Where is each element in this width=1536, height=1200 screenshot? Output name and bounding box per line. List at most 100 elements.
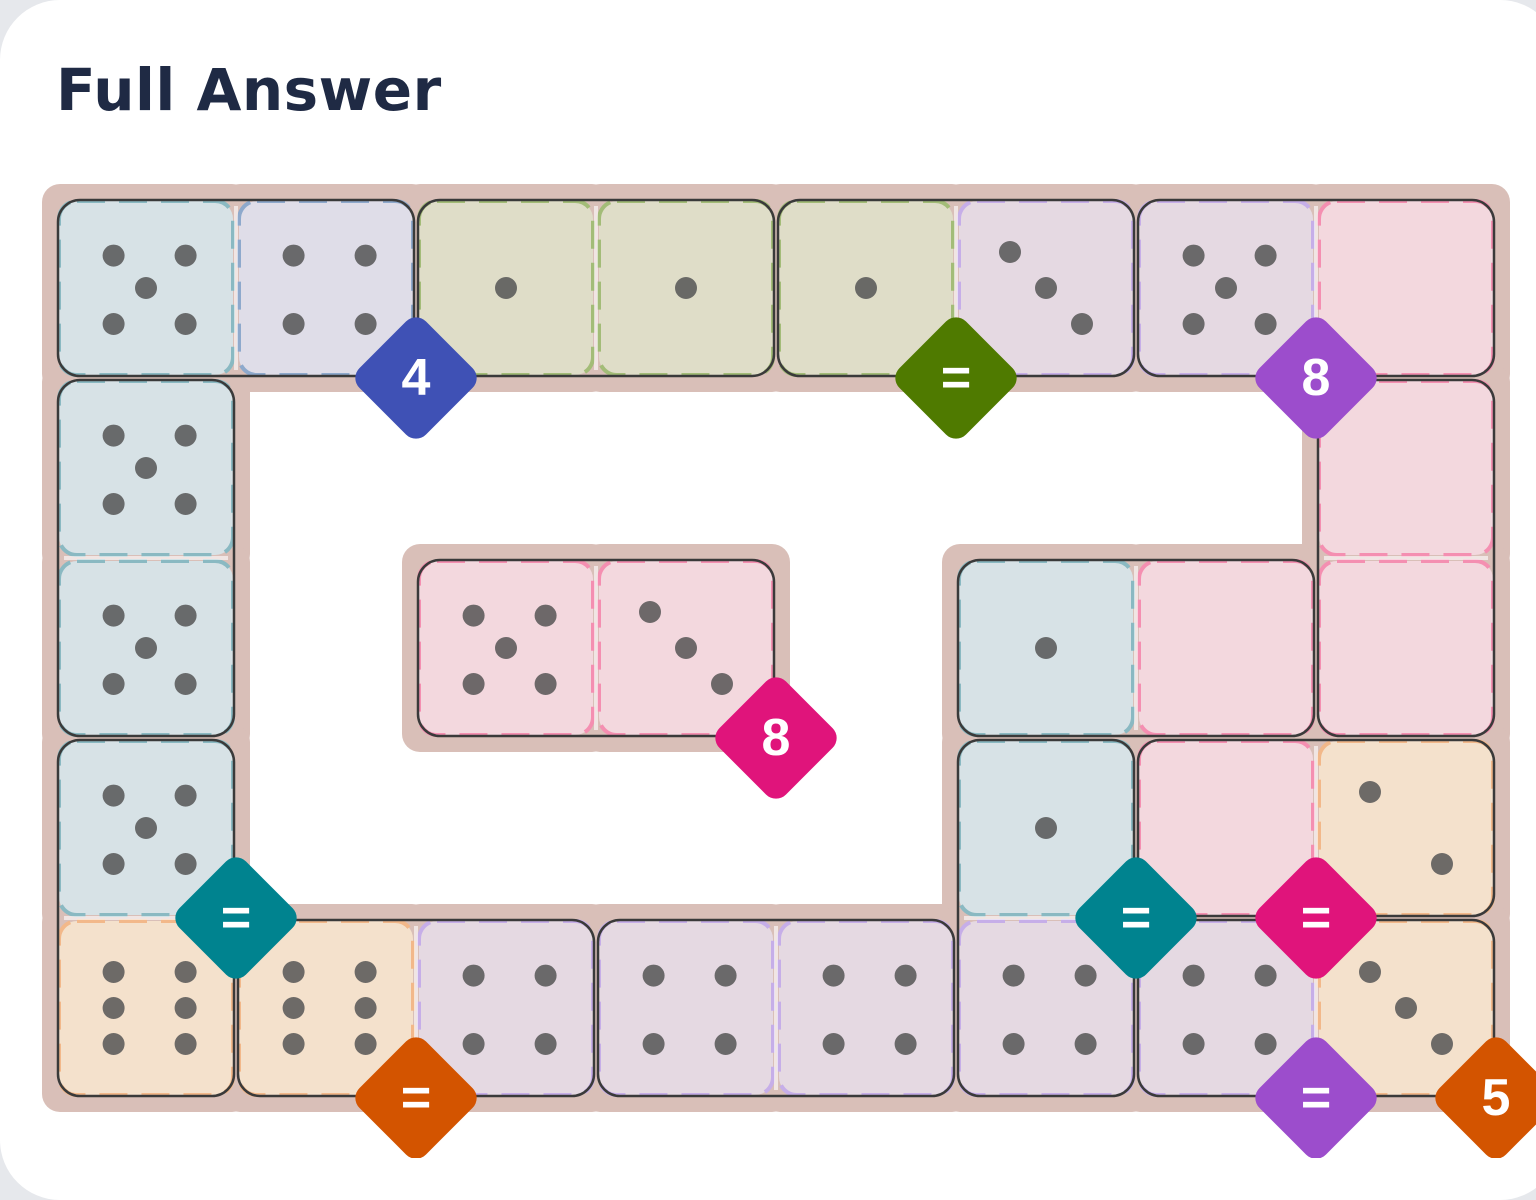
badge-diamond [1255, 1037, 1377, 1158]
region-cell-pink [1317, 559, 1495, 737]
pip [495, 637, 517, 659]
region-cell-purple [777, 919, 955, 1097]
pip-layer [102, 241, 1453, 1055]
domino-tile[interactable] [56, 378, 236, 738]
constraint-badge: 8 [1255, 317, 1377, 439]
pip [1254, 1033, 1277, 1055]
pip [1035, 277, 1057, 299]
pip [894, 964, 917, 987]
domino-tile[interactable] [416, 558, 776, 738]
pip [894, 1033, 917, 1055]
pip [102, 1033, 125, 1055]
pip [174, 784, 197, 807]
pip [1215, 277, 1237, 299]
pip [174, 493, 197, 515]
badge-diamond [355, 1037, 477, 1158]
pip [135, 817, 157, 839]
domino-tile[interactable] [596, 918, 956, 1098]
pip [282, 997, 305, 1019]
pip [102, 313, 125, 335]
domino-tile[interactable] [56, 198, 416, 378]
pip [354, 997, 377, 1019]
pip [534, 673, 557, 695]
pip [354, 1033, 377, 1055]
pip [354, 244, 377, 267]
badge-label: = [1301, 889, 1331, 947]
pip [1254, 964, 1277, 987]
badge-diamond [355, 317, 477, 439]
pip [711, 673, 733, 695]
pip [174, 1033, 197, 1055]
pip [1182, 313, 1205, 335]
constraint-badge: = [895, 317, 1017, 439]
pip [1359, 781, 1381, 803]
pip [642, 964, 665, 987]
pip [639, 601, 661, 623]
pip [462, 1033, 485, 1055]
pip [174, 244, 197, 267]
constraint-badge: = [1255, 1037, 1377, 1158]
badge-label: 4 [402, 349, 431, 407]
pip [534, 964, 557, 987]
pip [174, 673, 197, 695]
pip [354, 961, 377, 983]
domino-board: 4 = 8 8 = = = = = 5 [42, 184, 1536, 1158]
pip [462, 964, 485, 987]
pip [174, 853, 197, 875]
pip [354, 313, 377, 335]
pip [282, 244, 305, 267]
constraint-badge: = [355, 1037, 477, 1158]
pip [102, 424, 125, 447]
pip [1395, 997, 1417, 1019]
pip [102, 493, 125, 515]
badge-label: = [1121, 889, 1151, 947]
pip [174, 997, 197, 1019]
region-cell-purple [597, 919, 775, 1097]
badge-diamond [1075, 857, 1197, 979]
pip [174, 604, 197, 627]
pip [999, 241, 1021, 263]
page-title: Full Answer [56, 56, 442, 124]
badge-label: 8 [1302, 349, 1331, 407]
badge-label: 5 [1482, 1069, 1511, 1127]
pip [135, 637, 157, 659]
pip [1254, 313, 1277, 335]
region-cell-pink [1137, 559, 1315, 737]
pip [1074, 964, 1097, 987]
pip [714, 1033, 737, 1055]
pip [1254, 244, 1277, 267]
domino-tile[interactable] [416, 198, 776, 378]
badge-label: 8 [762, 709, 791, 767]
constraint-badge: = [1075, 857, 1197, 979]
pip [534, 604, 557, 627]
pip [102, 673, 125, 695]
pip [1182, 964, 1205, 987]
pip [282, 1033, 305, 1055]
pip [1182, 244, 1205, 267]
pip [495, 277, 517, 299]
pip [1071, 313, 1093, 335]
pip [462, 604, 485, 627]
pip [675, 277, 697, 299]
pip [462, 673, 485, 695]
domino-tile[interactable] [1316, 378, 1496, 738]
constraint-badge: = [175, 857, 297, 979]
pip [714, 964, 737, 987]
domino-tile[interactable] [956, 558, 1316, 738]
pip [1431, 853, 1453, 875]
pip [102, 997, 125, 1019]
badge-diamond [1255, 857, 1377, 979]
pip [1182, 1033, 1205, 1055]
pip [174, 961, 197, 983]
pip [174, 424, 197, 447]
pip [1002, 1033, 1025, 1055]
badge-label: = [941, 349, 971, 407]
pip [534, 1033, 557, 1055]
pip [855, 277, 877, 299]
badge-diamond [175, 857, 297, 979]
pip [102, 961, 125, 983]
pip [282, 961, 305, 983]
pip [822, 1033, 845, 1055]
badge-diamond [1435, 1037, 1536, 1158]
pip [1431, 1033, 1453, 1055]
